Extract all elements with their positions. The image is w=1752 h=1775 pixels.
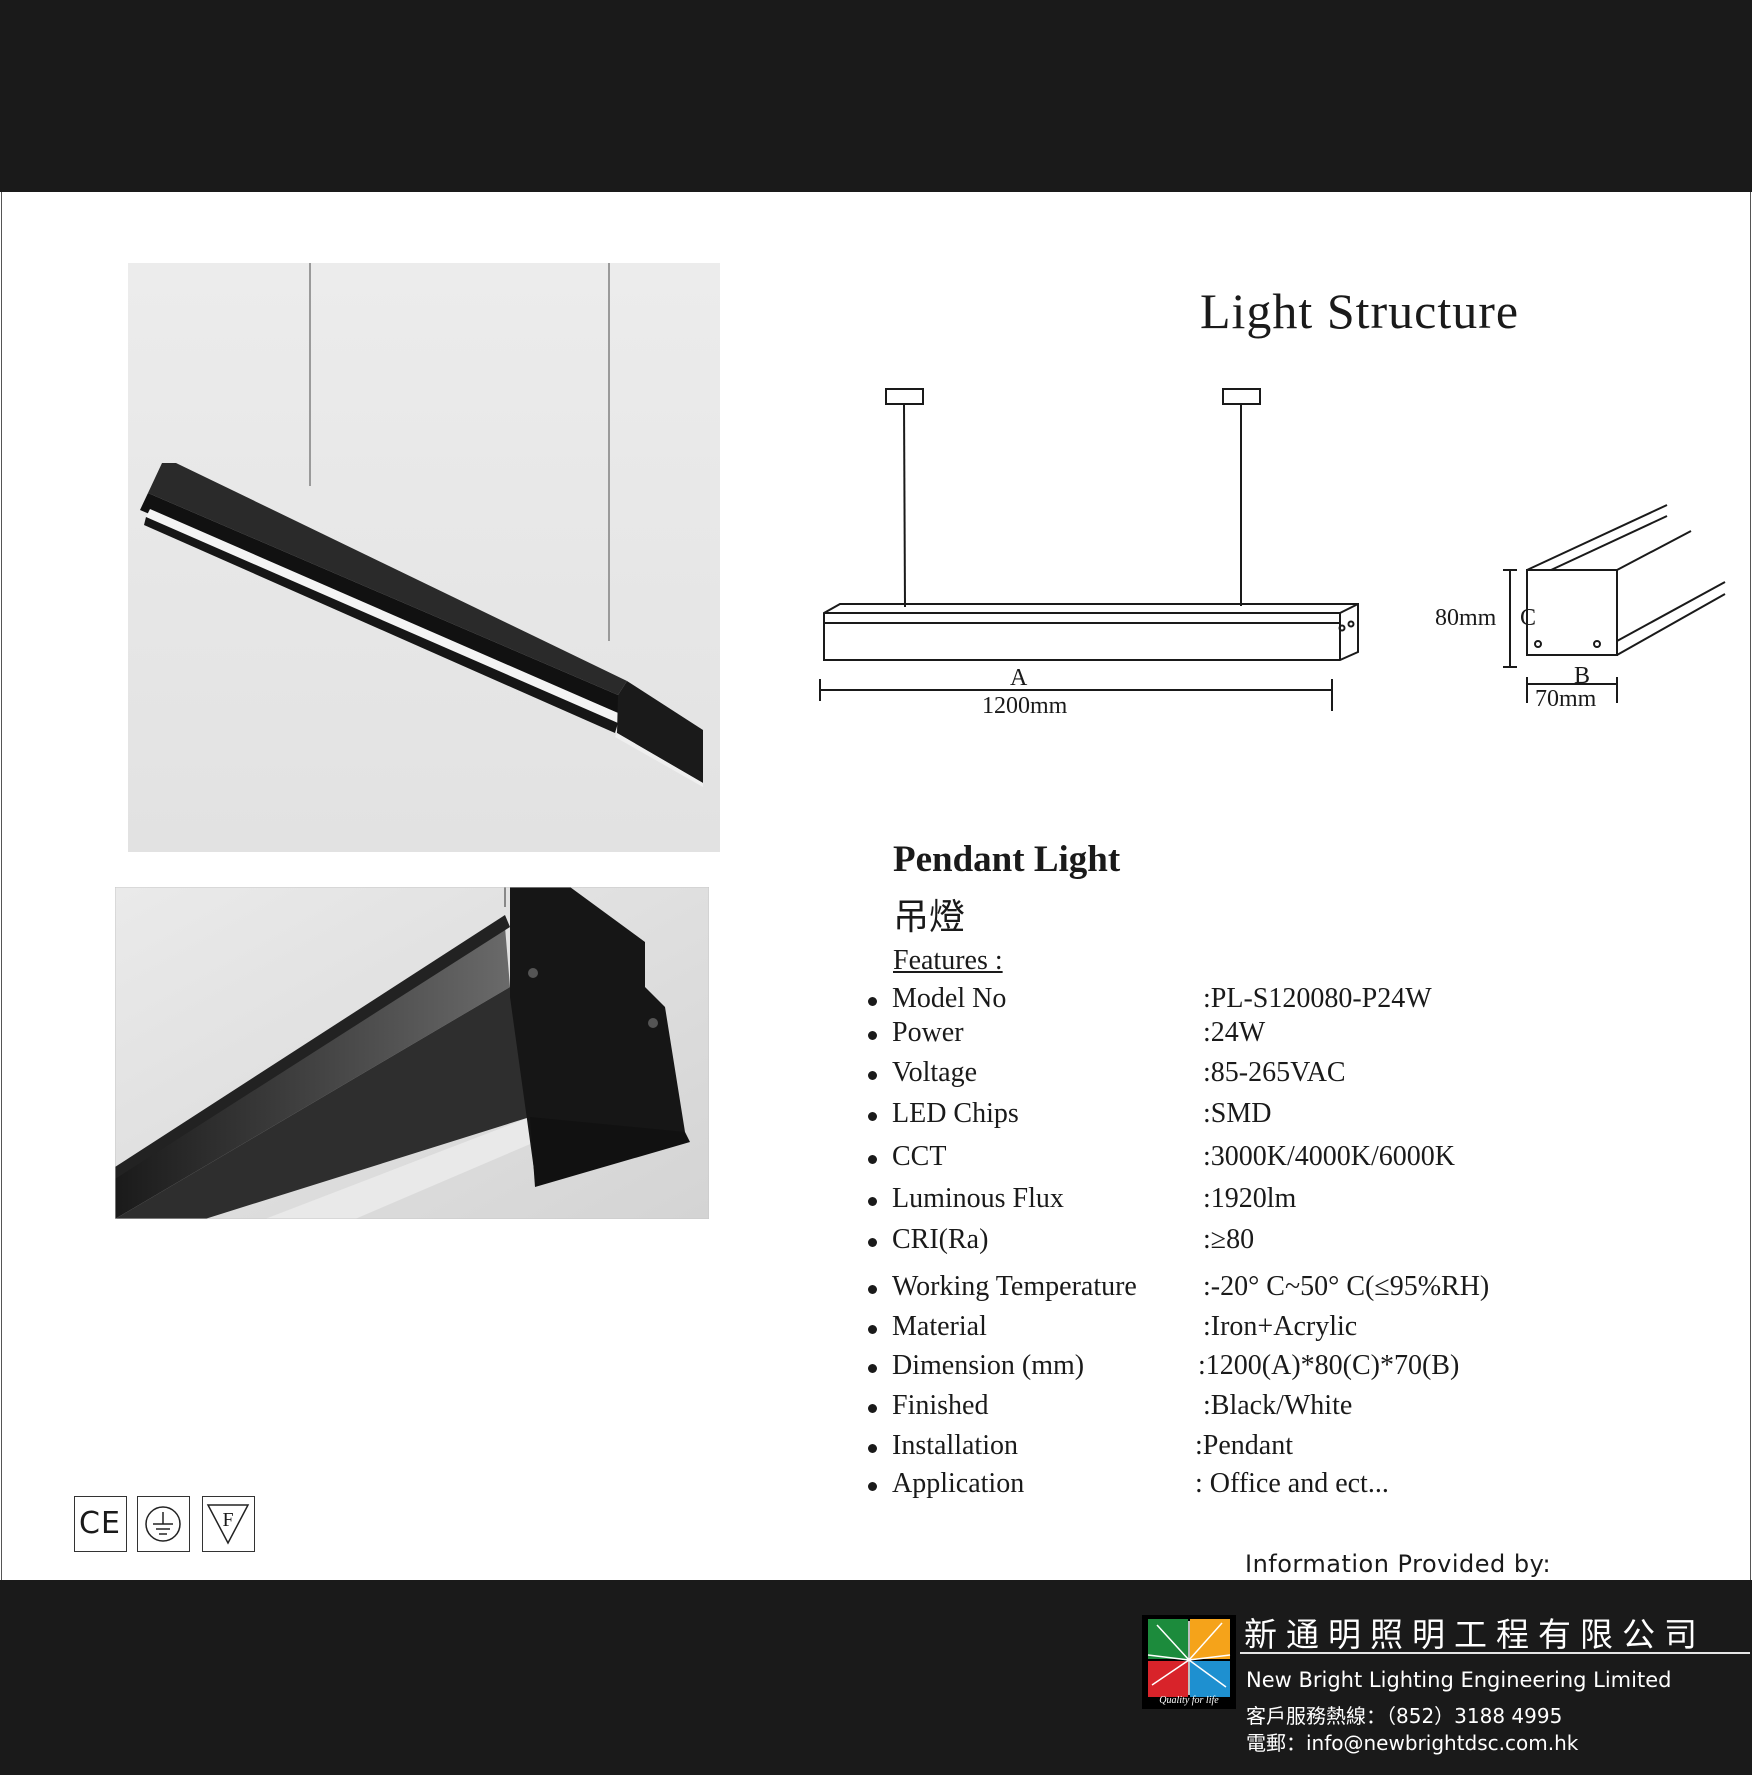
ce-mark-label: CE	[79, 1506, 121, 1541]
bullet	[868, 1238, 877, 1247]
company-name-cn: 新通明照明工程有限公司	[1244, 1615, 1706, 1654]
bullet	[868, 997, 877, 1006]
spec-value: :Iron+Acrylic	[1203, 1311, 1358, 1342]
spec-label: Working Temperature	[892, 1271, 1137, 1302]
spec-value: :1200(A)*80(C)*70(B)	[1198, 1350, 1460, 1381]
spec-row: CRI(Ra) :≥80	[868, 1224, 1628, 1262]
ce-mark-icon: CE	[74, 1496, 127, 1552]
spec-row: Working Temperature :-20° C~50° C(≤95%RH)	[868, 1271, 1628, 1309]
spec-value: :3000K/4000K/6000K	[1203, 1141, 1455, 1172]
ground-symbol-icon	[137, 1496, 190, 1552]
bullet	[868, 1155, 877, 1164]
footer-divider	[1240, 1652, 1750, 1654]
spec-value: : Office and ect...	[1195, 1468, 1389, 1499]
product-photo-full	[128, 263, 720, 852]
bullet	[868, 1285, 877, 1294]
spec-value: :≥80	[1203, 1224, 1255, 1255]
spec-value: :24W	[1203, 1017, 1266, 1048]
spec-label: Finished	[892, 1390, 989, 1421]
spec-row: Luminous Flux :1920lm	[868, 1183, 1628, 1221]
bottom-band	[0, 1580, 1752, 1775]
spec-value: :SMD	[1203, 1098, 1272, 1129]
f-triangle-icon: F	[202, 1496, 255, 1552]
product-name: Pendant Light	[893, 839, 1121, 880]
spec-label: Power	[892, 1017, 964, 1048]
spec-row: Power :24W	[868, 1017, 1628, 1055]
spec-row: CCT :3000K/4000K/6000K	[868, 1141, 1628, 1179]
spec-value: :Pendant	[1195, 1430, 1293, 1461]
product-photo-detail	[115, 887, 709, 1219]
spec-value: :85-265VAC	[1203, 1057, 1346, 1088]
company-logo: Quality for life	[1142, 1615, 1236, 1709]
spec-label: Material	[892, 1311, 987, 1342]
spec-label: Installation	[892, 1430, 1018, 1461]
features-heading: Features :	[893, 945, 1003, 976]
structure-diagram	[819, 388, 1726, 711]
dim-height-letter: C	[1520, 605, 1537, 631]
spec-label: Voltage	[892, 1057, 978, 1088]
spec-label: CRI(Ra)	[892, 1224, 989, 1255]
dim-height-value: 80mm	[1435, 605, 1497, 631]
spec-label: CCT	[892, 1141, 947, 1172]
bullet	[868, 1071, 877, 1080]
diagram-title: Light Structure	[1200, 283, 1520, 339]
spec-label: LED Chips	[892, 1098, 1019, 1129]
info-provided-label: Information Provided by:	[1245, 1550, 1552, 1578]
spec-value: :1920lm	[1203, 1183, 1297, 1214]
bullet	[868, 1404, 877, 1413]
dim-length-letter: A	[1010, 665, 1028, 691]
spec-label: Model No	[892, 983, 1007, 1014]
spec-label: Dimension (mm)	[892, 1350, 1085, 1381]
spec-row: Model No :PL-S120080-P24W	[868, 983, 1628, 1021]
bullet	[868, 1444, 877, 1453]
company-name-en: New Bright Lighting Engineering Limited	[1246, 1668, 1672, 1692]
dim-length-value: 1200mm	[982, 693, 1068, 719]
spec-row: Voltage :85-265VAC	[868, 1057, 1628, 1095]
dim-width-letter: B	[1574, 663, 1591, 689]
bullet	[868, 1325, 877, 1334]
logo-tagline: Quality for life	[1159, 1695, 1219, 1706]
bullet	[868, 1031, 877, 1040]
bullet	[868, 1197, 877, 1206]
spec-label: Luminous Flux	[892, 1183, 1064, 1214]
spec-value: :Black/White	[1203, 1390, 1353, 1421]
spec-row: Application : Office and ect...	[868, 1468, 1628, 1506]
top-band	[0, 0, 1752, 192]
spec-row: LED Chips :SMD	[868, 1098, 1628, 1136]
spec-row: Finished :Black/White	[868, 1390, 1628, 1428]
product-name-cn: 吊燈	[893, 897, 966, 938]
company-phone: 客戶服務熱線：（852）3188 4995	[1246, 1704, 1563, 1728]
spec-row: Installation :Pendant	[868, 1430, 1628, 1468]
bullet	[868, 1482, 877, 1491]
page-frame	[1, 192, 1751, 1580]
spec-value: :-20° C~50° C(≤95%RH)	[1203, 1271, 1490, 1302]
spec-row: Dimension (mm) :1200(A)*80(C)*70(B)	[868, 1350, 1628, 1388]
f-mark-label: F	[222, 1509, 234, 1531]
bullet	[868, 1112, 877, 1121]
company-email: 電郵：info@newbrightdsc.com.hk	[1246, 1731, 1579, 1755]
dim-width-value: 70mm	[1535, 686, 1597, 712]
spec-value: :PL-S120080-P24W	[1203, 983, 1432, 1014]
spec-row: Material :Iron+Acrylic	[868, 1311, 1628, 1349]
spec-label: Application	[892, 1468, 1025, 1499]
bullet	[868, 1364, 877, 1373]
